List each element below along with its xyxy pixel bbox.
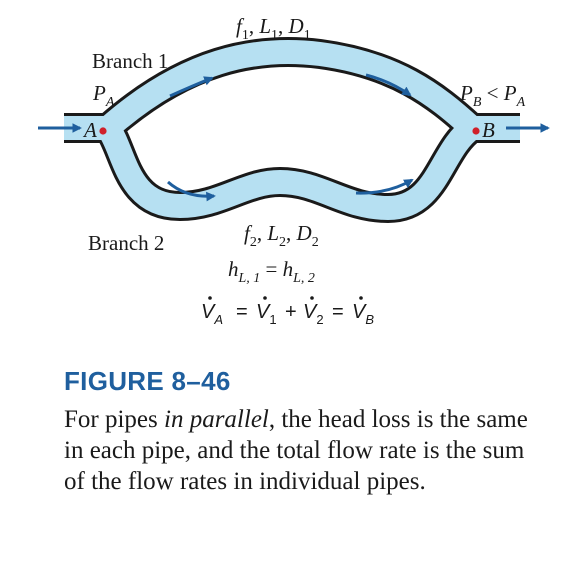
- branch1-flow-arrow-left: [169, 76, 214, 98]
- branch2-parameters: f2, L2, D2: [244, 221, 319, 250]
- pipe-network: [64, 37, 520, 224]
- branch2-label: Branch 2: [88, 231, 164, 255]
- pressure-relation-label: PB < PA: [459, 81, 526, 110]
- point-b-marker: [472, 127, 480, 135]
- branch1-flow-arrow-right: [365, 73, 412, 97]
- branch1-parameters: f1, L1, D1: [236, 14, 311, 43]
- branch2-pipe-bore: [96, 116, 484, 221]
- branch2-flow-arrow-right: [355, 178, 414, 195]
- branch1-pipe-bore: [96, 40, 484, 140]
- flow-term-1: V1: [256, 301, 277, 327]
- flow-rate-equation: VA = V1 + V2 = VB: [201, 296, 374, 327]
- flow-op-1: =: [236, 301, 248, 323]
- overdot-a: [208, 296, 212, 300]
- figure-caption: For pipes in parallel, the head loss is …: [64, 406, 528, 495]
- overdot-b: [359, 296, 363, 300]
- point-a-marker: [99, 127, 107, 135]
- figure-label: FIGURE 8–46: [64, 366, 231, 396]
- flow-op-2: +: [285, 301, 297, 323]
- branch2-flow-arrow-left: [167, 180, 216, 202]
- caption-emphasis: in parallel: [164, 406, 269, 433]
- point-a-label: A: [82, 118, 97, 142]
- overdot-2: [310, 296, 314, 300]
- branch1-label: Branch 1: [92, 49, 168, 73]
- head-loss-equation: hL, 1 = hL, 2: [228, 257, 315, 286]
- flow-op-3: =: [332, 301, 344, 323]
- pressure-a-label: PA: [92, 81, 115, 110]
- overdot-1: [263, 296, 267, 300]
- flow-term-b: VB: [352, 301, 374, 327]
- point-b-label: B: [482, 118, 495, 142]
- flow-arrows: [38, 73, 550, 202]
- flow-term-2: V2: [303, 301, 324, 327]
- flow-term-a: VA: [201, 301, 223, 327]
